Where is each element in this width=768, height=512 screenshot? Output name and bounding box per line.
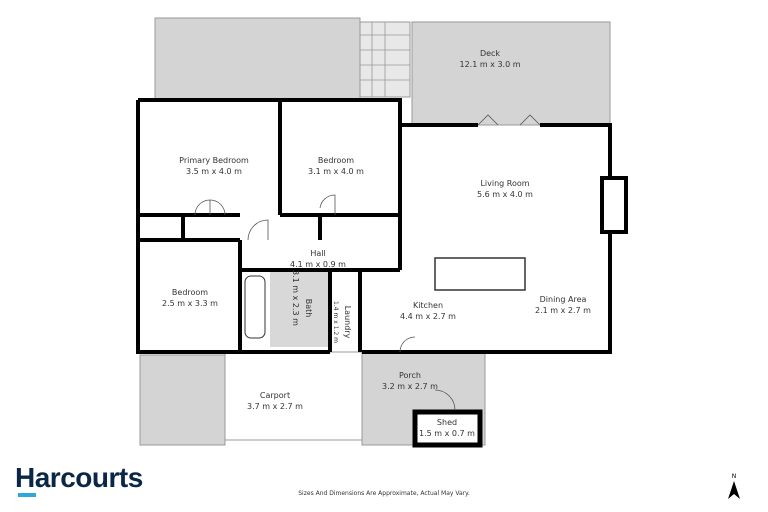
north-arrow-icon (728, 481, 740, 499)
laundry-name: Laundry (343, 306, 352, 339)
carport-dims: 3.7 m x 2.7 m (247, 402, 303, 411)
deck-stairs (360, 22, 410, 97)
deck-dims: 12.1 m x 3.0 m (459, 60, 520, 69)
bath-floor (270, 272, 330, 347)
shed-area (412, 409, 483, 448)
living-room-name: Living Room (480, 179, 529, 188)
kitchen-dims: 4.4 m x 2.7 m (400, 312, 456, 321)
living-room-dims: 5.6 m x 4.0 m (477, 190, 533, 199)
north-label: N (731, 473, 737, 480)
side-yard (139, 354, 226, 446)
deck-area (154, 17, 611, 126)
bedroom-3-name: Bedroom (172, 288, 208, 297)
north-arrow: N (727, 473, 741, 504)
shed-dims: 1.5 m x 0.7 m (419, 429, 475, 438)
doors (194, 114, 541, 411)
porch-dims: 3.2 m x 2.7 m (382, 382, 438, 391)
fireplace (600, 176, 628, 234)
bedroom-2-dims: 3.1 m x 4.0 m (308, 167, 364, 176)
logo-accent-bar (18, 493, 36, 497)
carport-name: Carport (260, 391, 290, 400)
deck-name: Deck (480, 49, 500, 58)
primary-bedroom-dims: 3.5 m x 4.0 m (186, 167, 242, 176)
carport-area (224, 351, 363, 441)
bathtub (244, 275, 266, 339)
dining-area-dims: 2.1 m x 2.7 m (535, 306, 591, 315)
bath-name: Bath (304, 299, 313, 318)
bedroom-2-name: Bedroom (318, 156, 354, 165)
kitchen-island (434, 257, 526, 291)
shed-name: Shed (437, 418, 457, 427)
hall-dims: 4.1 m x 0.9 m (290, 260, 346, 269)
kitchen-name: Kitchen (413, 301, 443, 310)
porch-name: Porch (399, 371, 421, 380)
laundry-dims: 1.4 m x 1.2 m (332, 301, 339, 343)
walls (136, 98, 612, 354)
primary-bedroom-name: Primary Bedroom (179, 156, 249, 165)
bedroom-3-dims: 2.5 m x 3.3 m (162, 299, 218, 308)
disclaimer-text: Sizes And Dimensions Are Approximate, Ac… (298, 490, 470, 497)
harcourts-logo: Harcourts (15, 462, 143, 493)
dining-area-name: Dining Area (540, 295, 587, 304)
bath-dims: 3.1 m x 2.3 m (291, 270, 300, 326)
hall-name: Hall (310, 249, 325, 258)
